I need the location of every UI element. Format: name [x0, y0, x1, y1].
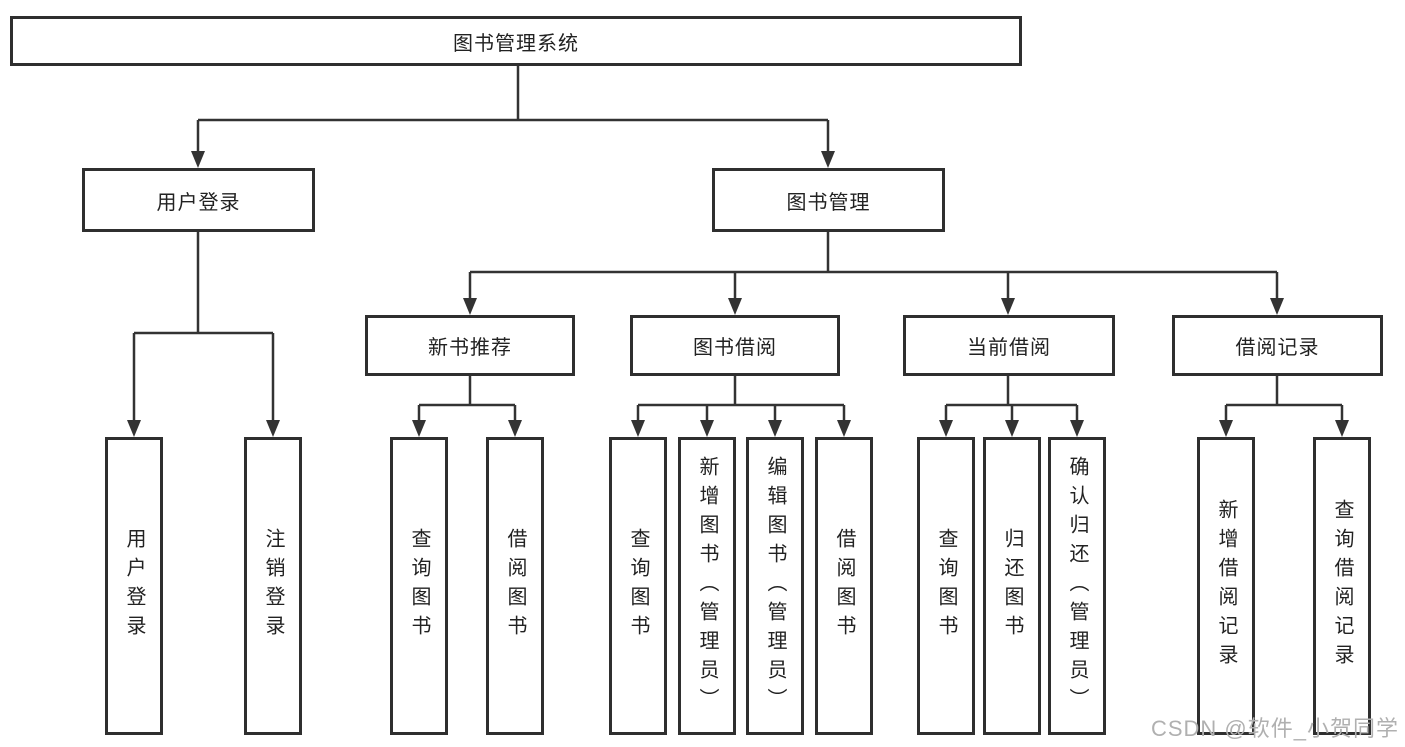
- node-user-login: 用户登录: [82, 168, 315, 232]
- node-label: 查询图书: [627, 528, 649, 644]
- leaf-query-books-current: 查询图书: [917, 437, 975, 735]
- leaf-borrow-books: 借阅图书: [815, 437, 873, 735]
- node-library-management-system: 图书管理系统: [10, 16, 1022, 66]
- leaf-add-borrow-record: 新增借阅记录: [1197, 437, 1255, 735]
- node-label: 图书管理系统: [453, 32, 579, 55]
- leaf-logout: 注销登录: [244, 437, 302, 735]
- node-new-book-recommendation: 新书推荐: [365, 315, 575, 376]
- node-current-borrowing: 当前借阅: [903, 315, 1115, 376]
- leaf-confirm-return-admin: 确认归还（管理员）: [1048, 437, 1106, 735]
- node-label: 借阅图书: [504, 528, 526, 644]
- csdn-watermark: CSDN @软件_小贺同学: [1150, 716, 1399, 741]
- node-book-management: 图书管理: [712, 168, 945, 232]
- leaf-add-book-admin: 新增图书（管理员）: [678, 437, 736, 735]
- node-label: 编辑图书（管理员）: [764, 455, 786, 717]
- leaf-borrow-books-recommend: 借阅图书: [486, 437, 544, 735]
- node-label: 图书借阅: [693, 337, 777, 359]
- node-label: 确认归还（管理员）: [1066, 455, 1088, 717]
- node-book-borrowing: 图书借阅: [630, 315, 840, 376]
- node-label: 借阅图书: [833, 528, 855, 644]
- leaf-user-login: 用户登录: [105, 437, 163, 735]
- node-label: 用户登录: [156, 191, 241, 214]
- node-borrowing-records: 借阅记录: [1172, 315, 1383, 376]
- leaf-edit-book-admin: 编辑图书（管理员）: [746, 437, 804, 735]
- node-label: 查询借阅记录: [1331, 499, 1353, 673]
- node-label: 查询图书: [408, 528, 430, 644]
- node-label: 用户登录: [123, 528, 145, 644]
- leaf-return-book: 归还图书: [983, 437, 1041, 735]
- node-label: 新增图书（管理员）: [696, 455, 718, 717]
- node-label: 当前借阅: [967, 337, 1051, 359]
- leaf-query-borrow-record: 查询借阅记录: [1313, 437, 1371, 735]
- node-label: 注销登录: [262, 528, 284, 644]
- node-label: 归还图书: [1001, 528, 1023, 644]
- node-label: 图书管理: [786, 191, 871, 214]
- node-label: 新书推荐: [428, 337, 512, 359]
- leaf-query-books-recommend: 查询图书: [390, 437, 448, 735]
- node-label: 查询图书: [935, 528, 957, 644]
- node-label: 借阅记录: [1235, 337, 1320, 359]
- leaf-query-books-borrow: 查询图书: [609, 437, 667, 735]
- node-label: 新增借阅记录: [1215, 499, 1237, 673]
